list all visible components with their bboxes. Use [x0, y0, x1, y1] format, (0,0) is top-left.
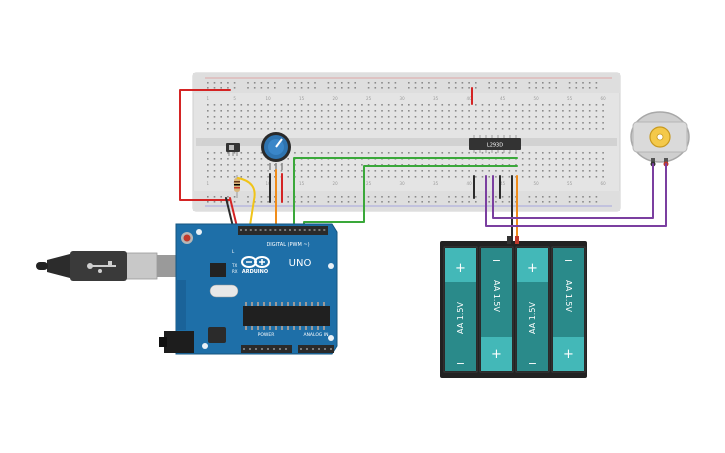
arduino-logo [241, 256, 270, 268]
breadboard-holes [207, 82, 604, 203]
column-number-top: 10 [266, 96, 272, 101]
breadboard-center-channel [196, 138, 617, 146]
resistor-icon[interactable] [234, 175, 240, 198]
analog-label: ANALOG IN [303, 332, 328, 338]
column-number-top: 20 [333, 96, 339, 101]
digital-label: DIGITAL (PWM ~) [266, 242, 309, 248]
column-number-bottom: 50 [534, 181, 540, 186]
dc-motor-icon[interactable] [630, 111, 690, 167]
chip-label: L293D [487, 143, 503, 149]
column-number-top: 40 [467, 96, 473, 101]
power-label: POWER [258, 332, 275, 338]
battery-cell[interactable]: + − AA 1.5V [443, 246, 478, 373]
column-number-top: 5 [233, 96, 236, 101]
column-number-bottom: 40 [467, 181, 473, 186]
column-number-top: 45 [500, 96, 506, 101]
breadboard-column-numbers: 1 1 55 10 10 15 15 20 20 25 25 30 30 35 35 40 40 45 45 50 50… [207, 96, 607, 186]
purple-wire-2 [492, 163, 654, 219]
column-number-bottom: 55 [567, 181, 573, 186]
arduino-logo-text: ARDUINO [242, 269, 268, 275]
green-wire-top [293, 157, 518, 233]
column-number-top: 50 [534, 96, 540, 101]
tx-label: TX [231, 263, 237, 268]
column-number-top: 60 [601, 96, 607, 101]
column-number-bottom: 20 [333, 181, 339, 186]
potentiometer-knob-icon[interactable] [261, 132, 291, 170]
column-number-top: 55 [567, 96, 573, 101]
plus-sign: + [455, 261, 466, 276]
l293d-chip[interactable]: L293D [469, 135, 521, 153]
battery-pack[interactable]: + − AA 1.5V + − AA 1.5V + − AA 1.5V + − AA 1.5V [440, 236, 587, 378]
column-number-top: 35 [433, 96, 439, 101]
battery-cell-label: AA 1.5V [456, 302, 465, 334]
yellow-wire-switch [237, 177, 256, 233]
minus-sign: − [564, 254, 573, 267]
column-number-bottom: 35 [433, 181, 439, 186]
column-number-top: 30 [400, 96, 406, 101]
column-number-top: 1 [207, 96, 210, 101]
usb-cable-icon[interactable] [36, 251, 177, 281]
column-number-bottom: 25 [366, 181, 372, 186]
minus-sign: − [528, 357, 537, 370]
red-wire-rail-loop [179, 89, 231, 201]
column-number-top: 25 [366, 96, 372, 101]
column-number-top: 15 [299, 96, 305, 101]
power-jack[interactable] [164, 331, 194, 353]
purple-wire-1 [485, 163, 667, 227]
battery-cell[interactable]: + − AA 1.5V [479, 246, 514, 373]
minus-sign: − [492, 254, 501, 267]
column-number-bottom: 45 [500, 181, 506, 186]
plus-sign: + [563, 347, 574, 362]
rx-label: RX [232, 269, 238, 274]
breadboard[interactable]: 1 1 55 10 10 15 15 20 20 25 25 30 30 35 35 40 40 45 45 50 50… [192, 72, 621, 212]
minus-sign: − [456, 357, 465, 370]
battery-cell-label: AA 1.5V [492, 280, 501, 312]
l-label: L [232, 249, 235, 254]
battery-cell[interactable]: + − AA 1.5V [515, 246, 550, 373]
plus-sign: + [527, 261, 538, 276]
column-number-bottom: 30 [400, 181, 406, 186]
battery-cell-label: AA 1.5V [528, 302, 537, 334]
power-header[interactable] [241, 345, 292, 353]
slide-switch-icon[interactable] [226, 143, 240, 156]
atmega-chip [243, 306, 330, 326]
model-label: UNO [289, 258, 312, 269]
column-number-bottom: 1 [207, 181, 210, 186]
reset-button[interactable] [183, 234, 191, 242]
battery-cell-label: AA 1.5V [564, 280, 573, 312]
column-number-bottom: 15 [299, 181, 305, 186]
column-number-bottom: 60 [601, 181, 607, 186]
arduino-uno-board[interactable]: DIGITAL (PWM ~) ARDUINO UNO TX RX L POWE… [159, 223, 338, 355]
analog-header[interactable] [298, 345, 334, 353]
column-number-bottom: 10 [266, 181, 272, 186]
digital-header[interactable] [238, 226, 328, 235]
digital-header-pins [240, 229, 326, 231]
plus-sign: + [491, 347, 502, 362]
battery-cell[interactable]: + − AA 1.5V [551, 246, 586, 373]
